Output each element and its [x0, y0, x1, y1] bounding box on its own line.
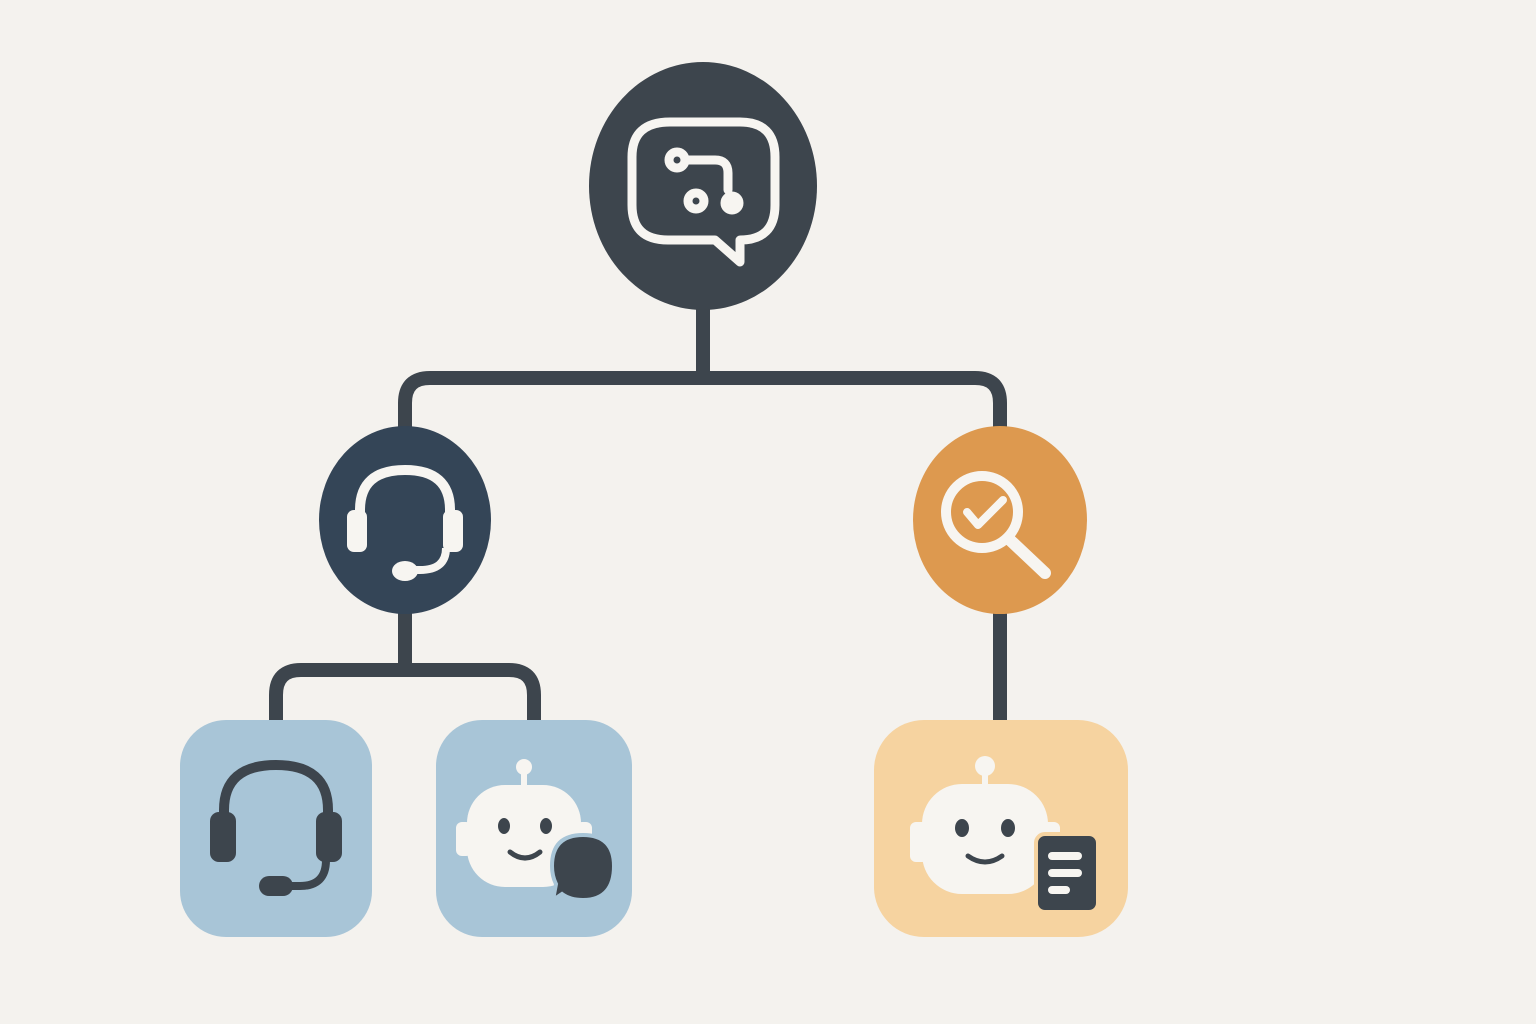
headset-icon	[347, 464, 463, 581]
leaf-chat-bot	[436, 720, 632, 937]
robot-chat-icon	[456, 759, 617, 905]
support-node	[319, 426, 491, 614]
connectors	[269, 305, 1007, 722]
chat-routing-icon	[627, 117, 780, 267]
search-check-icon	[941, 471, 1051, 579]
root-node	[589, 62, 817, 310]
connector-support-children	[269, 663, 541, 722]
robot-document-icon	[910, 756, 1100, 914]
leaf-doc-bot	[874, 720, 1128, 937]
review-node	[913, 426, 1087, 614]
leaf-human-agent	[180, 720, 372, 937]
connector-root-children	[398, 371, 1007, 430]
headset-icon	[210, 759, 342, 896]
